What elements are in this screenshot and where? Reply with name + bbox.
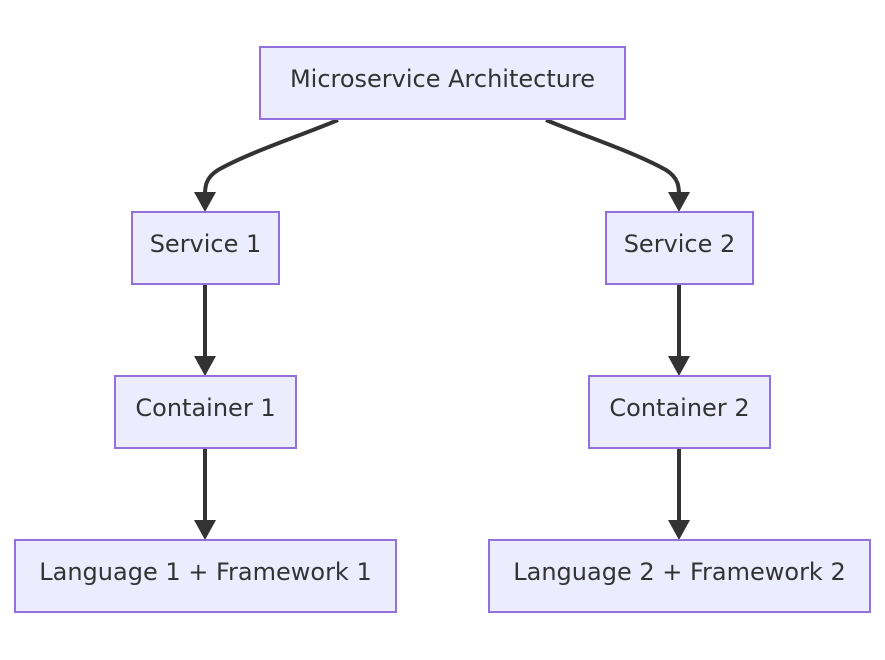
- node-stack2-box: [488, 539, 871, 613]
- arrowhead-stack2: [668, 520, 690, 540]
- node-stack1: Language 1 + Framework 1: [14, 539, 397, 613]
- node-service1: Service 1: [131, 211, 280, 285]
- arrowhead-service2: [668, 192, 690, 212]
- node-container2-label: Container 2: [609, 394, 749, 422]
- node-container2-box: [588, 375, 771, 449]
- node-root: Microservice Architecture: [259, 46, 626, 120]
- arrowhead-container2: [668, 356, 690, 376]
- arrowhead-stack1: [194, 520, 216, 540]
- node-stack2-label: Language 2 + Framework 2: [513, 558, 845, 586]
- node-root-box: [259, 46, 626, 120]
- node-root-label: Microservice Architecture: [290, 65, 595, 93]
- edge-root-service2: [545, 118, 681, 196]
- node-service1-label: Service 1: [150, 230, 262, 258]
- node-container1: Container 1: [114, 375, 297, 449]
- edges: [194, 118, 690, 540]
- node-container2: Container 2: [588, 375, 771, 449]
- node-service2-box: [605, 211, 754, 285]
- node-container1-box: [114, 375, 297, 449]
- edge-root-service1: [203, 118, 339, 196]
- arrowhead-service1: [194, 192, 216, 212]
- node-stack1-label: Language 1 + Framework 1: [39, 558, 371, 586]
- node-stack2: Language 2 + Framework 2: [488, 539, 871, 613]
- node-service1-box: [131, 211, 280, 285]
- node-service2: Service 2: [605, 211, 754, 285]
- node-stack1-box: [14, 539, 397, 613]
- node-container1-label: Container 1: [135, 394, 275, 422]
- node-service2-label: Service 2: [624, 230, 736, 258]
- arrowhead-container1: [194, 356, 216, 376]
